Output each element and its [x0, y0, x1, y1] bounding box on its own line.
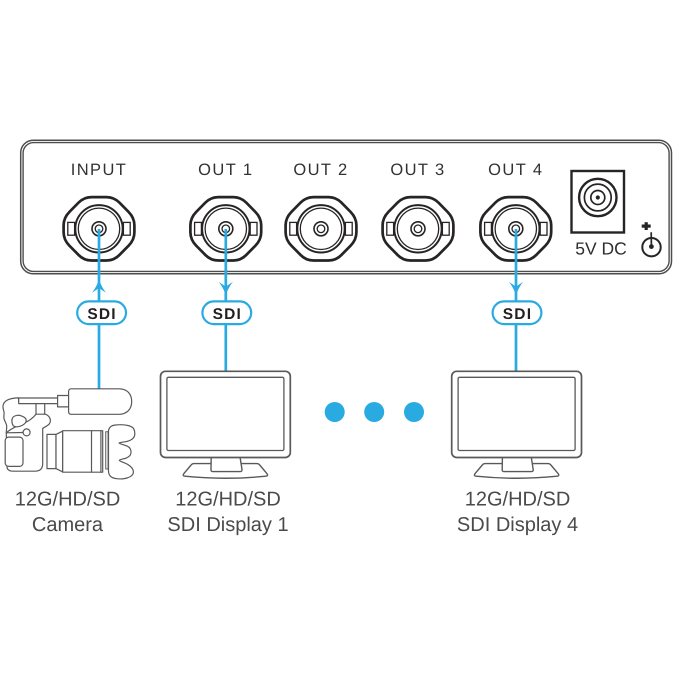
svg-text:OUT 4: OUT 4: [488, 161, 543, 179]
svg-text:SDI: SDI: [87, 306, 116, 323]
svg-text:12G/HD/SD: 12G/HD/SD: [175, 488, 281, 510]
svg-text:SDI Display 4: SDI Display 4: [457, 514, 578, 536]
svg-text:5V DC: 5V DC: [575, 239, 627, 259]
svg-text:OUT 3: OUT 3: [390, 161, 445, 179]
svg-text:OUT 2: OUT 2: [293, 161, 348, 179]
svg-text:Camera: Camera: [32, 514, 104, 536]
svg-text:12G/HD/SD: 12G/HD/SD: [465, 488, 571, 510]
svg-text:SDI: SDI: [213, 306, 242, 323]
svg-text:12G/HD/SD: 12G/HD/SD: [15, 488, 121, 510]
svg-text:SDI Display 1: SDI Display 1: [167, 514, 288, 536]
svg-text:OUT 1: OUT 1: [198, 161, 253, 179]
svg-text:INPUT: INPUT: [71, 161, 128, 179]
svg-text:SDI: SDI: [503, 306, 532, 323]
